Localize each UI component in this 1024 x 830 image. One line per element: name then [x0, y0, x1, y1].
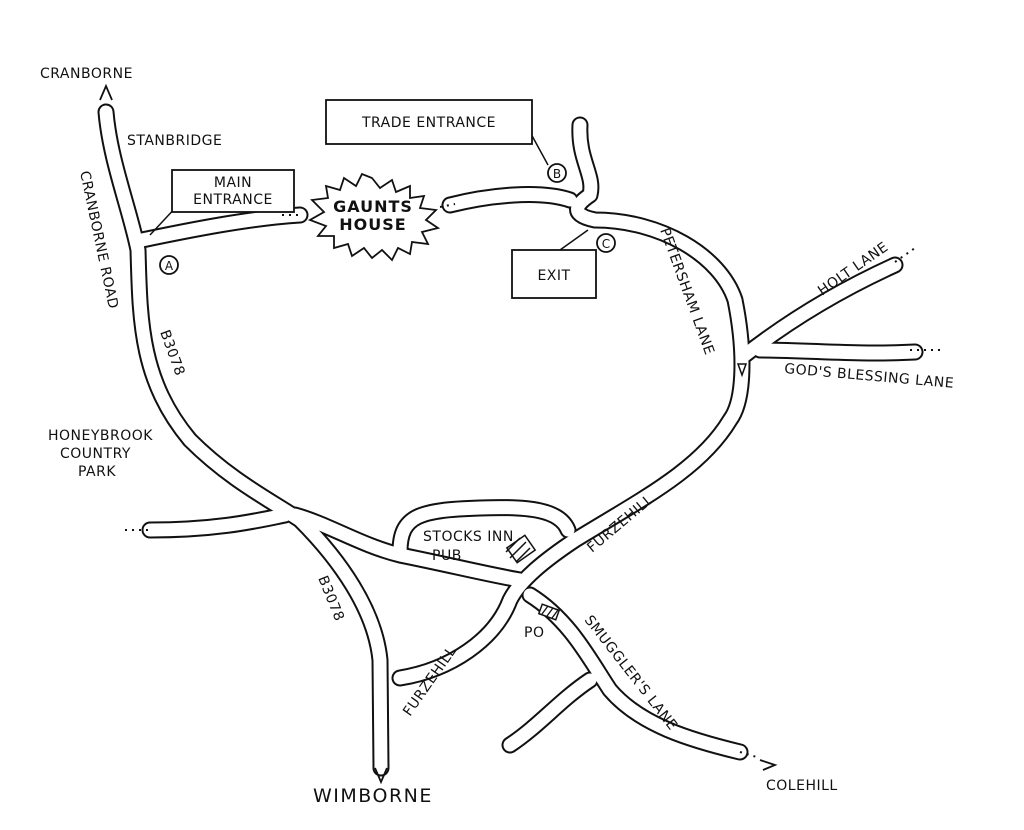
arrow-petersham-lane: [736, 363, 748, 378]
main-entrance-line2: ENTRANCE: [193, 192, 273, 208]
label-honeybrook-3: PARK: [78, 464, 116, 480]
gaunts-house-line2: HOUSE: [339, 215, 406, 234]
label-honeybrook-2: COUNTRY: [60, 446, 131, 462]
main-entrance-box: [171, 169, 295, 213]
trade-entrance-box: [325, 99, 533, 145]
marker-c-label: C: [602, 237, 610, 251]
gaunts-house-line1: GAUNTS: [333, 197, 413, 216]
arrow-to-cranborne: [99, 83, 113, 101]
marker-a-label: A: [165, 259, 174, 273]
label-gods-blessing-lane: GOD'S BLESSING LANE: [784, 361, 955, 392]
label-stocks-inn-2: PUB: [432, 548, 462, 564]
main-entrance-callout: MAIN ENTRANCE: [149, 169, 295, 236]
marker-a: A: [159, 255, 179, 275]
arrow-to-colehill: [759, 759, 778, 771]
roads-fill: [99, 105, 922, 775]
gaunts-house: GAUNTS HOUSE: [307, 172, 441, 262]
post-office-building: [537, 603, 561, 621]
trade-entrance-label: TRADE ENTRANCE: [361, 115, 496, 131]
trade-entrance-callout: TRADE ENTRANCE: [325, 99, 549, 166]
exit-callout: EXIT: [511, 229, 597, 299]
label-cranborne: CRANBORNE: [40, 66, 133, 82]
main-entrance-line1: MAIN: [214, 175, 252, 191]
marker-c: C: [596, 233, 616, 253]
label-wimborne: WIMBORNE: [313, 785, 433, 807]
marker-b-label: B: [553, 167, 561, 181]
exit-box: [511, 249, 597, 299]
label-stanbridge: STANBRIDGE: [127, 133, 222, 149]
marker-b: B: [547, 163, 567, 183]
arrow-to-wimborne: [374, 767, 388, 785]
label-post-office: PO: [524, 625, 544, 641]
label-honeybrook-1: HONEYBROOK: [48, 428, 153, 444]
dotted-continuations: [125, 203, 945, 759]
exit-label: EXIT: [537, 268, 570, 284]
label-b3078-upper: B3078: [156, 328, 187, 378]
stocks-inn-building: [505, 534, 537, 564]
gaunts-house-starburst: [307, 172, 441, 262]
direction-arrows: [99, 83, 778, 785]
label-stocks-inn-1: STOCKS INN: [423, 529, 514, 545]
label-colehill: COLEHILL: [766, 778, 838, 794]
